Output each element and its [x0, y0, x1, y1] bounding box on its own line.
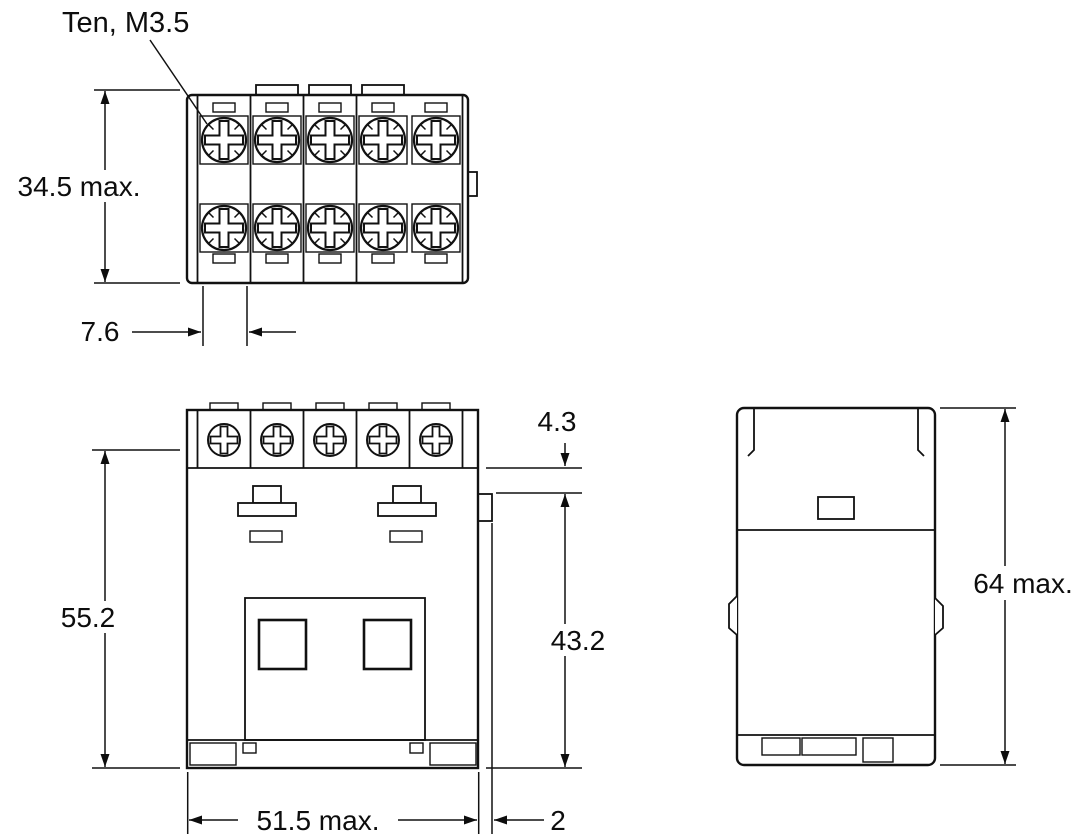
dim-label-side-protrusion: 2 — [550, 805, 566, 836]
dim-label-front-width: 51.5 max. — [257, 805, 380, 836]
dim-side-protrusion: 2 — [491, 523, 566, 836]
screw-terminals-bottom-row — [200, 204, 460, 252]
dim-step-height: 4.3 — [486, 406, 582, 494]
dim-label-step-height: 4.3 — [538, 406, 577, 437]
dim-front-width: 51.5 max. — [186, 772, 480, 836]
dim-front-height: 55.2 — [30, 449, 180, 769]
side-view — [728, 406, 944, 767]
top-view-terminal-squares — [199, 115, 461, 253]
front-view-body — [185, 408, 480, 770]
side-view-latch-hooks — [728, 595, 944, 636]
front-view-slots — [249, 530, 423, 543]
dim-label-front-height: 55.2 — [61, 602, 116, 633]
side-view-base — [737, 734, 935, 763]
dim-label-top-view-height: 34.5 max. — [18, 171, 141, 202]
front-view-keys — [237, 485, 437, 517]
top-view — [185, 84, 478, 285]
top-view-clamp-marks — [212, 102, 448, 264]
dim-label-terminal-pitch: 7.6 — [81, 316, 120, 347]
front-view — [185, 402, 493, 770]
dim-label-overall-height: 64 max. — [973, 568, 1073, 599]
screw-terminals-top-row — [200, 116, 460, 164]
side-view-window — [817, 496, 855, 520]
side-view-body — [735, 406, 937, 767]
front-view-base — [187, 739, 478, 766]
front-view-terminal-strip — [187, 410, 478, 469]
top-view-dividers — [196, 96, 464, 282]
dim-label-body-height: 43.2 — [551, 625, 606, 656]
dim-body-height: 43.2 — [486, 494, 611, 769]
dim-terminal-pitch: 7.6 — [81, 286, 296, 347]
side-view-top-grooves — [747, 409, 925, 457]
callout-label: Ten, M3.5 — [62, 7, 189, 39]
top-view-side-lug — [467, 171, 478, 197]
front-view-side-lug — [477, 493, 493, 522]
dim-top-view-height: 34.5 max. — [8, 89, 180, 284]
callout-ten-m3-5: Ten, M3.5 — [62, 7, 208, 125]
dim-overall-height: 64 max. — [940, 407, 1085, 766]
